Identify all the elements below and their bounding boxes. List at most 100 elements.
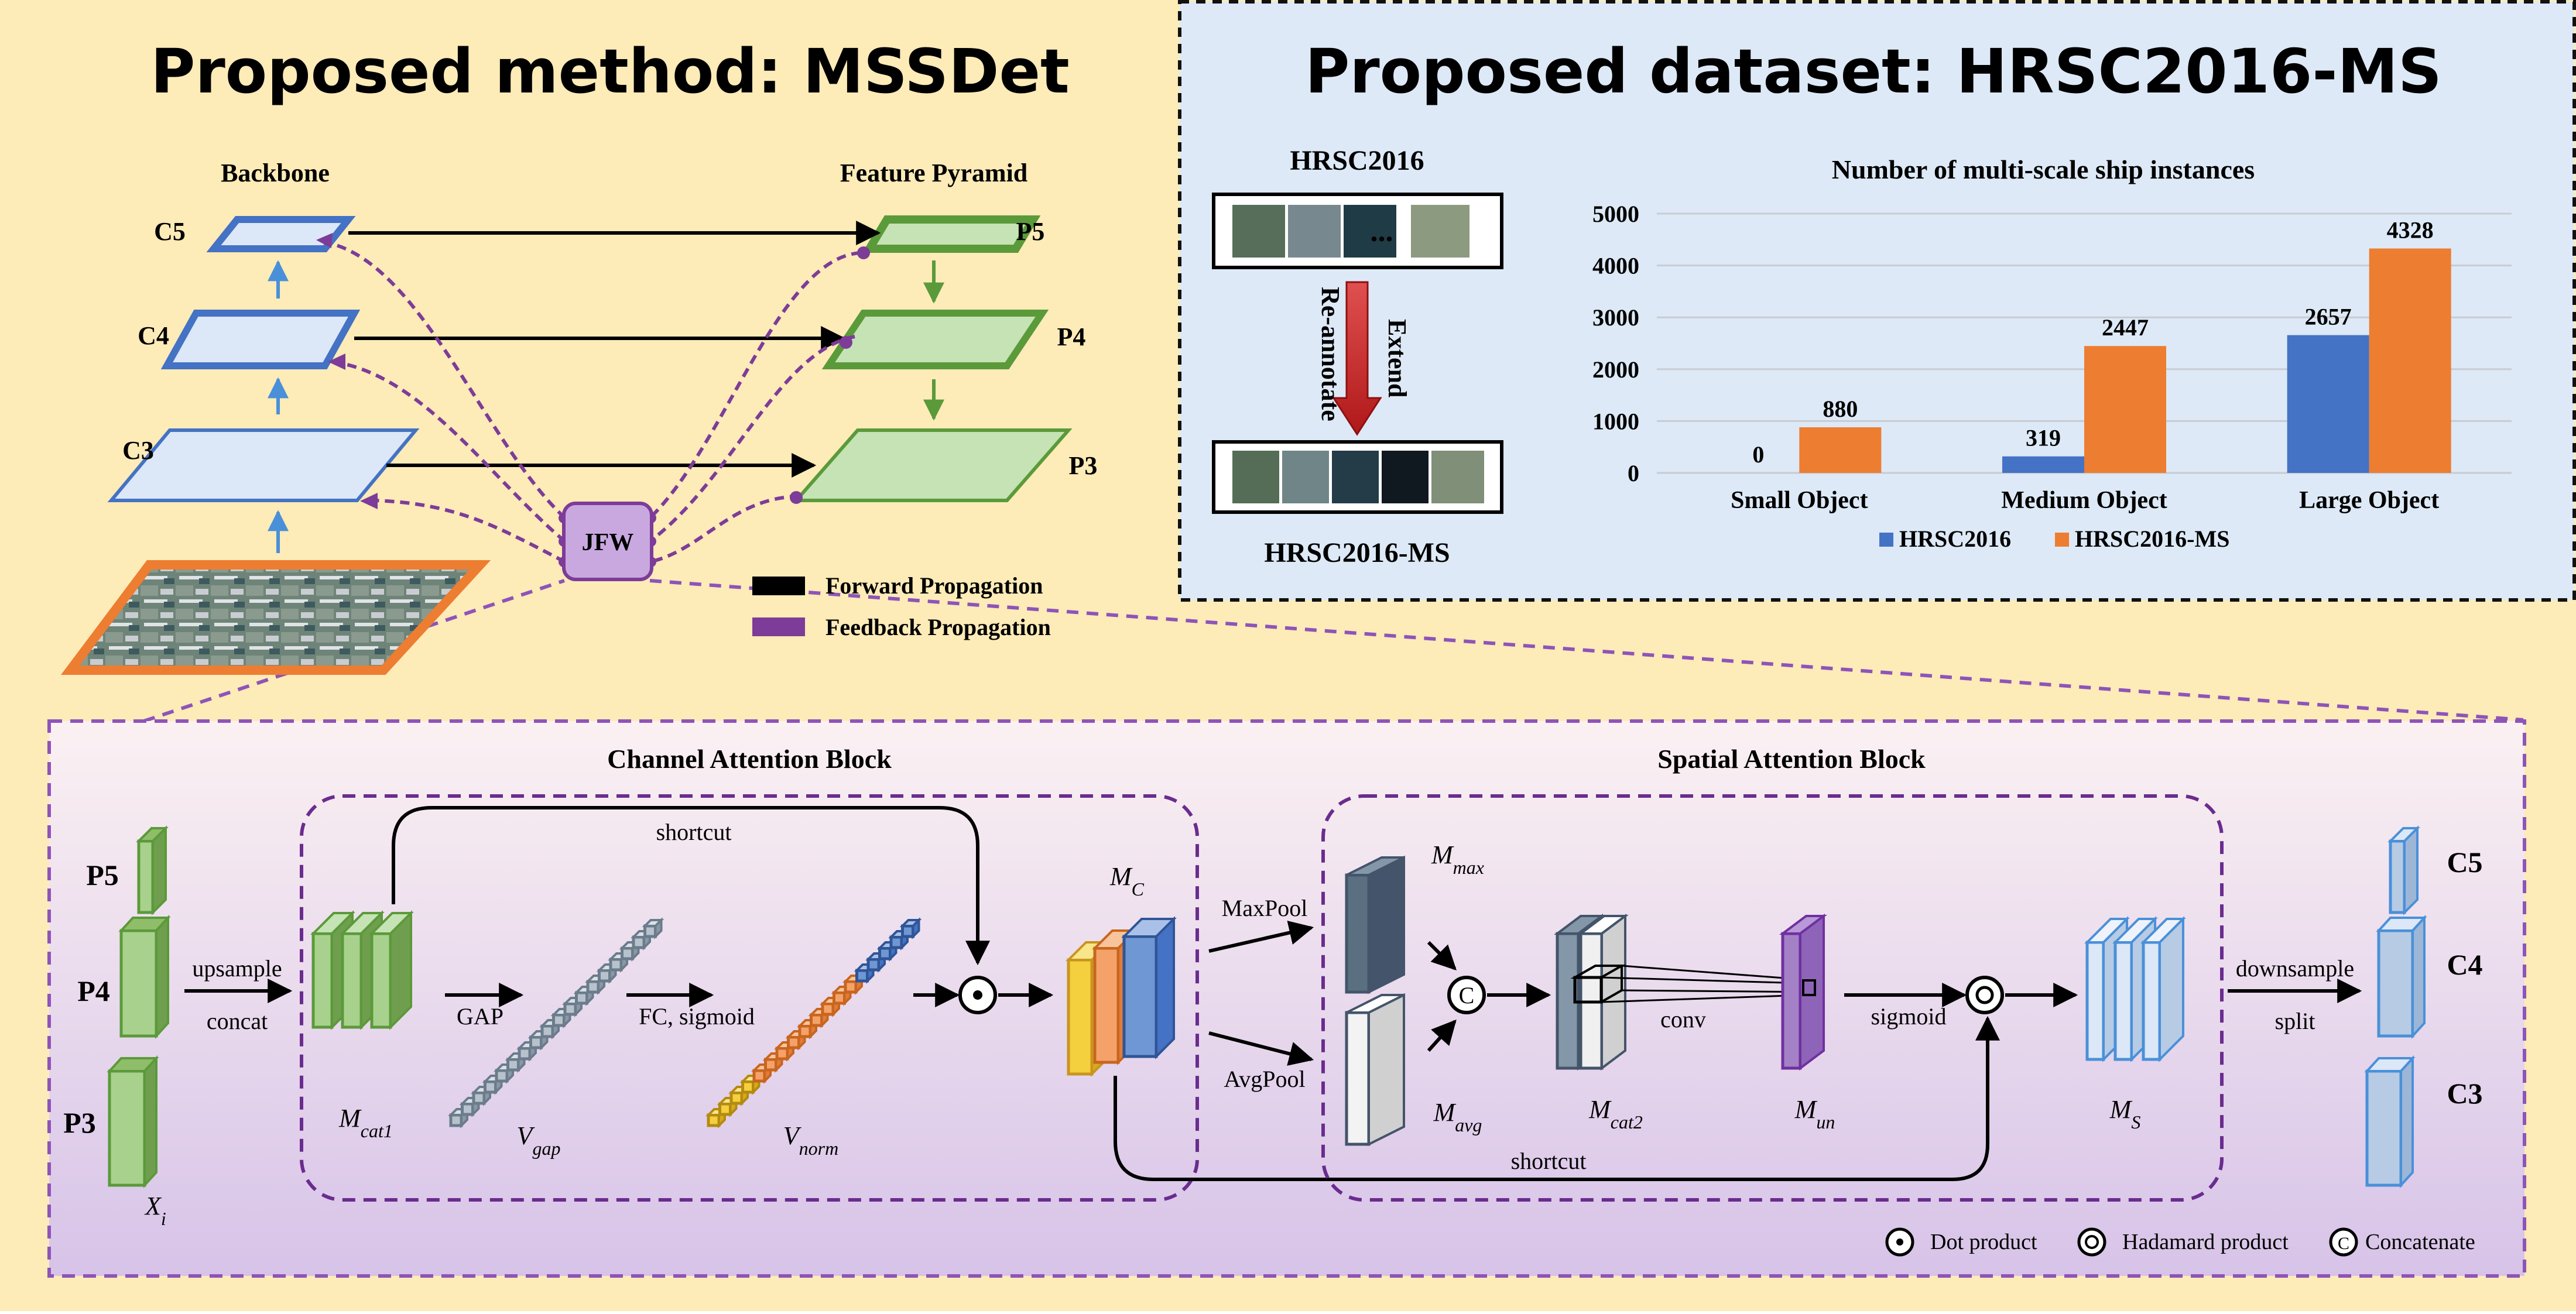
input-p3-block — [107, 1055, 159, 1189]
input-p5-label: P5 — [86, 859, 119, 891]
m-s-slab-front — [2113, 941, 2133, 1061]
m-c-blue — [1121, 916, 1177, 1059]
xi-label: Xi — [144, 1192, 166, 1229]
input-p4-label: P4 — [77, 975, 110, 1007]
sigmoid-label: sigmoid — [1871, 1003, 1947, 1030]
c3-label: C3 — [122, 436, 154, 465]
m-cat2-tensor — [1554, 914, 1629, 1071]
c5-label: C5 — [154, 217, 186, 246]
channel-shortcut-arrow — [392, 806, 990, 966]
v-norm-cube-front — [855, 969, 869, 983]
v-gap-cube — [527, 1028, 550, 1051]
avg-to-concat-arrow — [1427, 1019, 1457, 1052]
data-label: 319 — [2026, 425, 2061, 451]
m-max-label: Mmax — [1431, 840, 1484, 878]
data-label: 4328 — [2387, 217, 2434, 243]
instance-bar-chart: Number of multi-scale ship instances 010… — [1592, 155, 2512, 552]
v-gap-cube-front — [540, 1024, 554, 1038]
v-norm-cube-front — [764, 1058, 777, 1072]
max-to-concat-arrow — [1427, 941, 1457, 970]
legend-forward-label: Forward Propagation — [825, 572, 1043, 599]
data-label: 2447 — [2102, 314, 2149, 341]
legend-dot-label: Dot product — [1930, 1230, 2037, 1254]
channel-shortcut-label: shortcut — [656, 819, 732, 845]
v-gap-cube-front — [552, 1013, 566, 1027]
feedback-paths — [327, 241, 861, 564]
v-gap-cube-front — [586, 980, 600, 994]
m-cat1-slab-side — [389, 910, 412, 1030]
v-norm-cube-front — [775, 1047, 789, 1061]
m-s-slab-side — [2159, 916, 2184, 1062]
pyramid-label: Feature Pyramid — [840, 159, 1028, 187]
maxpool-label: MaxPool — [1222, 895, 1308, 921]
ms-thumb-1 — [1232, 451, 1279, 503]
gap-label: GAP — [457, 1003, 503, 1030]
thumb-ellipsis: ... — [1371, 215, 1393, 248]
pyramid-p3 — [792, 428, 1073, 502]
m-un-tensor — [1779, 914, 1827, 1071]
v-gap-cube-front — [484, 1080, 497, 1094]
data-label: 2657 — [2305, 304, 2352, 330]
legend-feedback-label: Feedback Propagation — [825, 614, 1051, 640]
m-c-label: MC — [1109, 862, 1145, 900]
m-cat1-slab-front — [311, 932, 334, 1029]
v-gap-cube-front — [643, 924, 657, 938]
concatenate-symbol: C — [1459, 982, 1475, 1008]
x-tick-label: Medium Object — [2001, 487, 2167, 514]
y-tick-label: 0 — [1628, 460, 1639, 486]
ms-thumb-4 — [1382, 451, 1429, 503]
avgpool-arrow — [1208, 1031, 1314, 1066]
v-norm-cube-front — [810, 1013, 823, 1027]
fc-sigmoid-label: FC, sigmoid — [639, 1003, 755, 1030]
thumb-3 — [1344, 205, 1396, 258]
x-tick-label: Small Object — [1731, 487, 1868, 514]
thumb-2 — [1288, 205, 1341, 258]
thumb-1 — [1232, 205, 1285, 258]
jfw-label: JFW — [582, 529, 634, 556]
v-norm-cube-front — [729, 1091, 744, 1105]
legend-label: HRSC2016-MS — [2075, 526, 2229, 552]
hadamard-op — [1965, 976, 2004, 1014]
legend-hadamard-icon — [2077, 1227, 2106, 1257]
legend-concat-symbol: C — [2338, 1234, 2349, 1253]
v-norm-vector — [705, 917, 922, 1128]
v-norm-cube-front — [752, 1069, 766, 1083]
extend-label: Extend — [1383, 319, 1412, 397]
hrsc2016-label: HRSC2016 — [1290, 145, 1424, 176]
m-c-orange-front — [1093, 946, 1120, 1064]
v-gap-cube-front — [461, 1102, 474, 1116]
backbone-c5 — [206, 216, 356, 252]
input-p4-block — [118, 914, 171, 1039]
ms-thumb-2 — [1282, 451, 1329, 503]
m-c-yellow-front — [1067, 958, 1094, 1076]
legend-concat-icon — [2329, 1227, 2358, 1257]
bar-hrsc2016-ms — [1799, 427, 1882, 473]
legend-label: HRSC2016 — [1899, 526, 2011, 552]
feedback-arrowheads — [316, 233, 378, 509]
v-gap-cube-front — [472, 1091, 486, 1105]
hrsc2016ms-label: HRSC2016-MS — [1264, 537, 1450, 568]
v-gap-cube-front — [529, 1035, 543, 1049]
bar-hrsc2016-ms — [2084, 346, 2166, 473]
ms-thumb-3 — [1332, 451, 1379, 503]
m-s-slab-front — [2085, 941, 2105, 1061]
v-gap-label: Vgap — [517, 1121, 561, 1159]
legend-swatch — [2055, 533, 2069, 547]
v-gap-cube-front — [563, 1002, 577, 1016]
output-c5-block — [2387, 825, 2420, 915]
v-norm-cube-front — [821, 1002, 835, 1016]
v-norm-cube — [797, 1017, 819, 1039]
m-cat2-label: Mcat2 — [1588, 1095, 1643, 1133]
v-norm-cube-front — [798, 1024, 812, 1038]
m-s-slab-front — [2142, 941, 2161, 1061]
output-c5-label: C5 — [2447, 846, 2482, 879]
bar-hrsc2016 — [2287, 335, 2369, 473]
m-s-label: MS — [2109, 1095, 2141, 1133]
conv-label: conv — [1660, 1006, 1706, 1032]
legend-concat-label: Concatenate — [2365, 1230, 2475, 1254]
m-un-label: Mun — [1794, 1095, 1835, 1133]
bar-hrsc2016-ms — [2369, 248, 2451, 473]
thumb-4 — [1411, 205, 1469, 258]
concat-label: concat — [207, 1008, 268, 1034]
